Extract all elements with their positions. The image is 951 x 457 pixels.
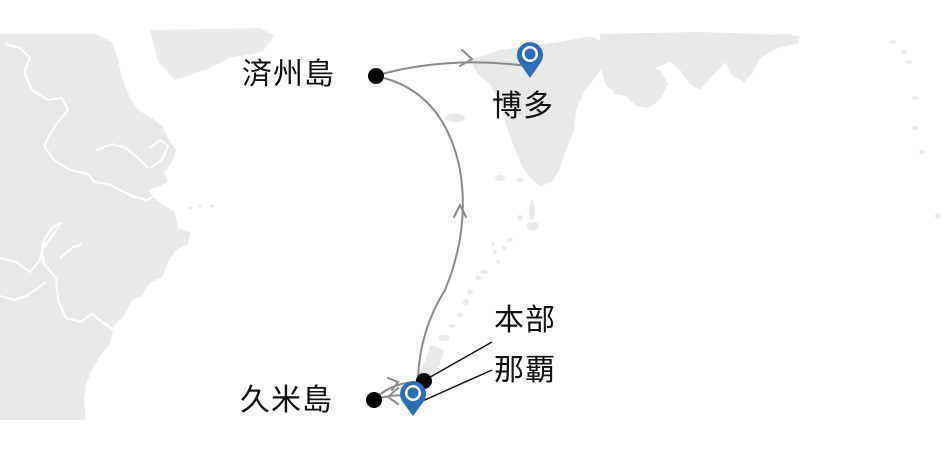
land-background [0, 28, 941, 420]
arrow-icon [459, 49, 474, 67]
stop-marker-jeju[interactable] [368, 68, 384, 84]
pin-icon-naha[interactable] [400, 381, 426, 416]
place-label-naha: 那覇 [494, 353, 556, 388]
place-label-kumejima: 久米島 [240, 383, 333, 418]
label-leaders [417, 341, 493, 404]
route-leg-motobu-jeju [383, 77, 464, 379]
arrow-icon [453, 202, 467, 218]
arrow-icon [386, 387, 399, 405]
place-label-jeju: 済州島 [242, 57, 335, 92]
province-borders [0, 43, 170, 331]
route-leg-jeju-hakata [381, 61, 529, 75]
route-arrows [386, 49, 474, 405]
arrow-icon [387, 377, 400, 391]
place-label-hakata: 博多 [492, 89, 554, 124]
pin-icon-hakata[interactable] [517, 42, 543, 78]
place-label-motobu: 本部 [494, 303, 556, 338]
stop-marker-kumejima[interactable] [366, 392, 382, 408]
